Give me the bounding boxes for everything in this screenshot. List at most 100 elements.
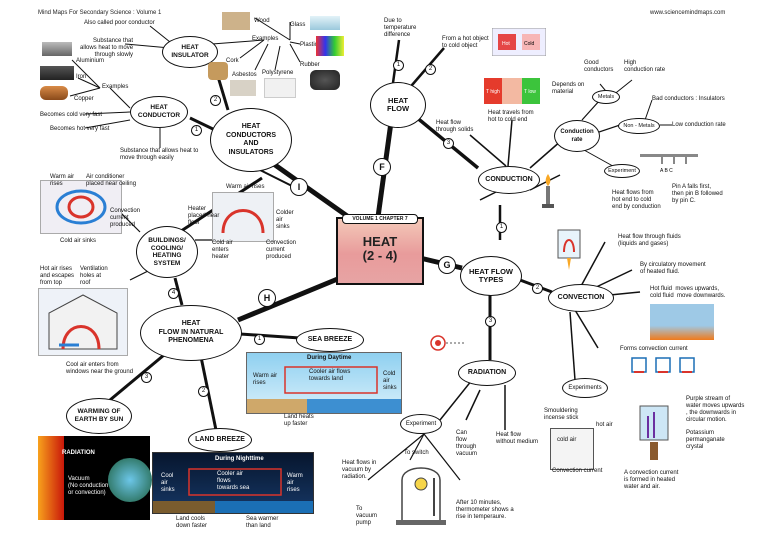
label-cool-air-sinks: Cool air sinks (161, 473, 175, 493)
label-forms-current: Forms convection current (620, 346, 688, 352)
copper-image (40, 86, 68, 100)
num-circle: 4 (168, 288, 179, 299)
num-circle: 1 (191, 125, 202, 136)
label-due-to: Due to temperature difference (384, 18, 417, 38)
node-experiment-radiation: Experiment (400, 414, 442, 434)
label-high-rate: High conduction rate (624, 60, 666, 73)
temperature-bar-icon: T high T low (484, 78, 540, 104)
svg-text:Cold: Cold (524, 41, 535, 47)
label-conductor-def: Substance that allows heat to move throu… (120, 148, 199, 161)
svg-text:Hot: Hot (502, 41, 510, 47)
label-cool-air-enters: Cool air enters from windows near the gr… (66, 362, 134, 375)
label-depends-on: Depends on material (552, 82, 585, 95)
label-low-rate: Low conduction rate (672, 122, 726, 128)
label-copper: Copper (74, 96, 94, 102)
label-sea-warmer: Sea warmer than land (246, 516, 279, 529)
label-heat-travels: Heat travels from hot to cold end (488, 110, 534, 123)
header-left: Mind Maps For Secondary Science : Volume… (38, 10, 162, 16)
branch-letter-f: F (373, 158, 391, 176)
node-sea-breeze: SEA BREEZE (296, 328, 364, 352)
label-pin-a: Pin A falls first, then pin B followed b… (672, 184, 723, 204)
label-iron: Iron (76, 74, 87, 80)
label-vacuum-note: Vacuum (No conduction or convection) (68, 476, 109, 496)
label-warm-air-rises-night: Warm air rises (287, 473, 303, 493)
num-circle: 3 (485, 316, 496, 327)
label-heat-flow-fluids: Heat flow through fluids (liquids and ga… (618, 234, 681, 247)
label-cooler-towards-sea: Cooler air flows towards sea (217, 471, 250, 491)
heater-room-image (212, 192, 274, 242)
label-land-heats: Land heats up faster (284, 414, 314, 427)
label-purple: Purple stream of water moves upwards , t… (686, 396, 745, 423)
label-during-nighttime: During Nighttime (215, 456, 264, 462)
ventilation-house-image (38, 288, 128, 356)
beaker-experiment-image (632, 402, 676, 462)
label-good-conductors: Good conductors (584, 60, 614, 73)
label-cold-air-sinks-sea: Cold air sinks (383, 371, 397, 391)
label-also-called: Also called poor conductor (84, 20, 155, 26)
label-bad-conductors: Bad conductors : Insulators (652, 96, 725, 102)
label-heat-flow-solids: Heat flow through solids (436, 120, 474, 133)
svg-text:T low: T low (524, 89, 536, 95)
label-cold-air-enters: Cold air enters heater (212, 240, 233, 260)
label-to-switch: To switch (404, 450, 429, 456)
node-land-breeze: LAND BREEZE (188, 428, 252, 452)
convection-current-icon (631, 357, 695, 373)
label-becomes-hot: Becomes hot very fast (50, 126, 110, 132)
num-circle: 2 (425, 64, 436, 75)
asbestos-image (230, 80, 256, 96)
label-insulator-def: Substance that allows heat to move throu… (80, 38, 134, 58)
vacuum-bell-jar-icon (396, 467, 446, 525)
rubber-image (310, 70, 340, 90)
label-polystyrene: Polystyrene (262, 70, 294, 76)
node-conduction-rate: Conduction rate (554, 120, 600, 152)
label-can-flow-vacuum: Can flow through vacuum (456, 430, 478, 457)
label-warm-air-rises-sea: Warm air rises (253, 373, 278, 386)
cork-image (208, 62, 228, 80)
label-smouldering: Smouldering incense stick (544, 408, 579, 421)
wood-image (222, 12, 250, 30)
label-cold-air: cold air (557, 437, 577, 443)
label-by-circulatory: By circulatory movement of heated fluid. (640, 262, 706, 275)
label-hot-air: hot air (596, 422, 613, 428)
num-circle: 2 (210, 95, 221, 106)
label-warm-air-rises-top: Warm air rises (226, 184, 265, 190)
node-heat-flow-natural: HEAT FLOW IN NATURAL PHENOMENA (140, 305, 242, 361)
convection-beaker-icon (557, 229, 581, 270)
node-warming-earth: WARMING OF EARTH BY SUN (66, 398, 132, 434)
label-cooler-towards-land: Cooler air flows towards land (309, 369, 351, 382)
polystyrene-image (264, 78, 296, 98)
svg-text:T high: T high (486, 89, 500, 95)
branch-letter-g: G (438, 256, 456, 274)
label-convection-current: Convection current produced (110, 208, 141, 228)
label-potassium: Potassium permanganate crystal (686, 430, 725, 450)
label-heat-flows-vacuum: Heat flows in vacuum by radiation. (342, 460, 377, 480)
num-circle: 2 (532, 283, 543, 294)
label-ventilation: Ventilation holes at roof (80, 266, 108, 286)
label-radiation-sun: RADIATION (62, 450, 95, 456)
node-buildings: BUILDINGS/ COOLING/ HEATING SYSTEM (136, 226, 198, 278)
label-conv-current: Convection current (552, 468, 603, 474)
node-heat-conductor: HEAT CONDUCTOR (130, 96, 188, 128)
node-convection: CONVECTION (548, 284, 614, 312)
center-subtitle: (2 - 4) (362, 248, 398, 263)
node-experiments-convection: Experiments (562, 378, 608, 398)
sea-breeze-image: During Daytime Warm air rises Cooler air… (246, 352, 402, 414)
label-examples-insulator: Examples (252, 36, 279, 42)
label-air-conditioner: Air conditioner placed near ceiling (86, 174, 137, 187)
branch-h-line (237, 275, 341, 323)
earth-sun-image: RADIATION Vacuum (No conduction or conve… (38, 436, 152, 520)
node-radiation: RADIATION (458, 360, 516, 386)
label-asbestos: Asbestos (232, 72, 257, 78)
rod-experiment-icon: A B C (640, 154, 698, 174)
branch-i-line (266, 157, 352, 221)
label-to-vacuum: To vacuum pump (356, 506, 378, 526)
num-circle: 1 (254, 334, 265, 345)
label-cold-air-sinks: Cold air sinks (60, 238, 97, 244)
label-colder-air-sinks: Colder air sinks (276, 210, 294, 230)
heating-fluid-image (650, 304, 714, 340)
aluminium-image (42, 42, 72, 56)
node-non-metals: Non - Metals (618, 118, 660, 134)
center-node-heat: VOLUME 1 CHAPTER 7 HEAT (2 - 4) (336, 214, 424, 285)
label-aluminium: Aluminium (76, 58, 105, 64)
